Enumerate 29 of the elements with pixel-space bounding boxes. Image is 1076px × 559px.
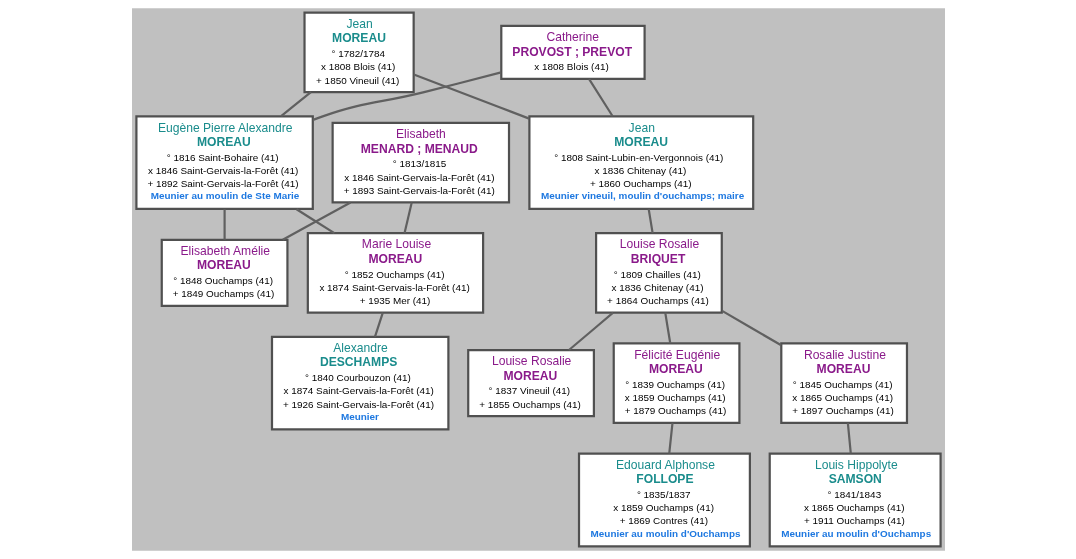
connector (373, 312, 384, 337)
node-box: Catherine PROVOST ; PREVOT x 1808 Blois (41) (499, 24, 646, 80)
connector (721, 309, 782, 347)
connector (403, 202, 413, 234)
node-box: Jean MOREAU ° 1808 Saint-Lubin-en-Vergonnois (41) x 1836 Chitenay (41) + 1860 Ouchamps (41) Meunier vineuil, moulin d'ouchamps; maire (527, 115, 754, 211)
node-box: Jean MOREAU ° 1782/1784 x 1808 Blois (41) + 1850 Vineuil (41) (302, 11, 415, 94)
connector (223, 209, 226, 240)
node-box: Louis Hippolyte SAMSON ° 1841/1843 x 1865 Ouchamps (41) + 1911 Ouchamps (41) Meunier au moulin d'Ouchamps (768, 452, 942, 548)
node-box: Elisabeth MENARD ; MENAUD ° 1813/1815 x 1846 Saint-Gervais-la-Forêt (41) + 1893 Saint-Gervais-la-Forêt (41) (331, 121, 510, 204)
node-box: Edouard Alphonse FOLLOPE ° 1835/1837 x 1859 Ouchamps (41) + 1869 Contres (41) Meunier au moulin d'Ouchamps (577, 452, 751, 548)
node-box: Louise Rosalie MOREAU ° 1837 Vineuil (41) + 1855 Ouchamps (41) (466, 348, 595, 418)
node-box: Rosalie Justine MOREAU ° 1845 Ouchamps (41) x 1865 Ouchamps (41) + 1897 Ouchamps (41) (779, 342, 908, 424)
connector (295, 208, 335, 235)
node-box: Marie Louise MOREAU ° 1852 Ouchamps (41) x 1874 Saint-Gervais-la-Forêt (41) + 1935 Mer (41) (306, 232, 484, 314)
connector (647, 209, 654, 234)
connector (412, 73, 530, 120)
node-box: Louise Rosalie BRIQUET ° 1809 Chailles (41) x 1836 Chitenay (41) + 1864 Ouchamps (41) (594, 232, 723, 314)
connector (587, 78, 614, 117)
node-box: Eugène Pierre Alexandre MOREAU ° 1816 Saint-Bohaire (41) x 1846 Saint-Gervais-la-Forêt (41) + 1892 Saint-Gervais-la-Forêt (41) Meunier au moulin de Ste Marie (134, 115, 314, 211)
node-box: Félicité Eugénie MOREAU ° 1839 Ouchamps (41) x 1859 Ouchamps (41) + 1879 Ouchamps (41) (612, 342, 740, 424)
connector (281, 201, 351, 241)
connector (846, 422, 852, 454)
connector (667, 422, 674, 454)
node-box: Elisabeth Amélie MOREAU ° 1848 Ouchamps (41) + 1849 Ouchamps (41) (160, 238, 289, 308)
connector (663, 312, 671, 344)
connector (279, 91, 312, 117)
connector (312, 71, 501, 121)
node-box: Alexandre DESCHAMPS ° 1840 Courbouzon (41) x 1874 Saint-Gervais-la-Forêt (41) + 1926 Saint-Gervais-la-Forêt (41) Meunier (270, 335, 449, 431)
connector (567, 311, 614, 351)
